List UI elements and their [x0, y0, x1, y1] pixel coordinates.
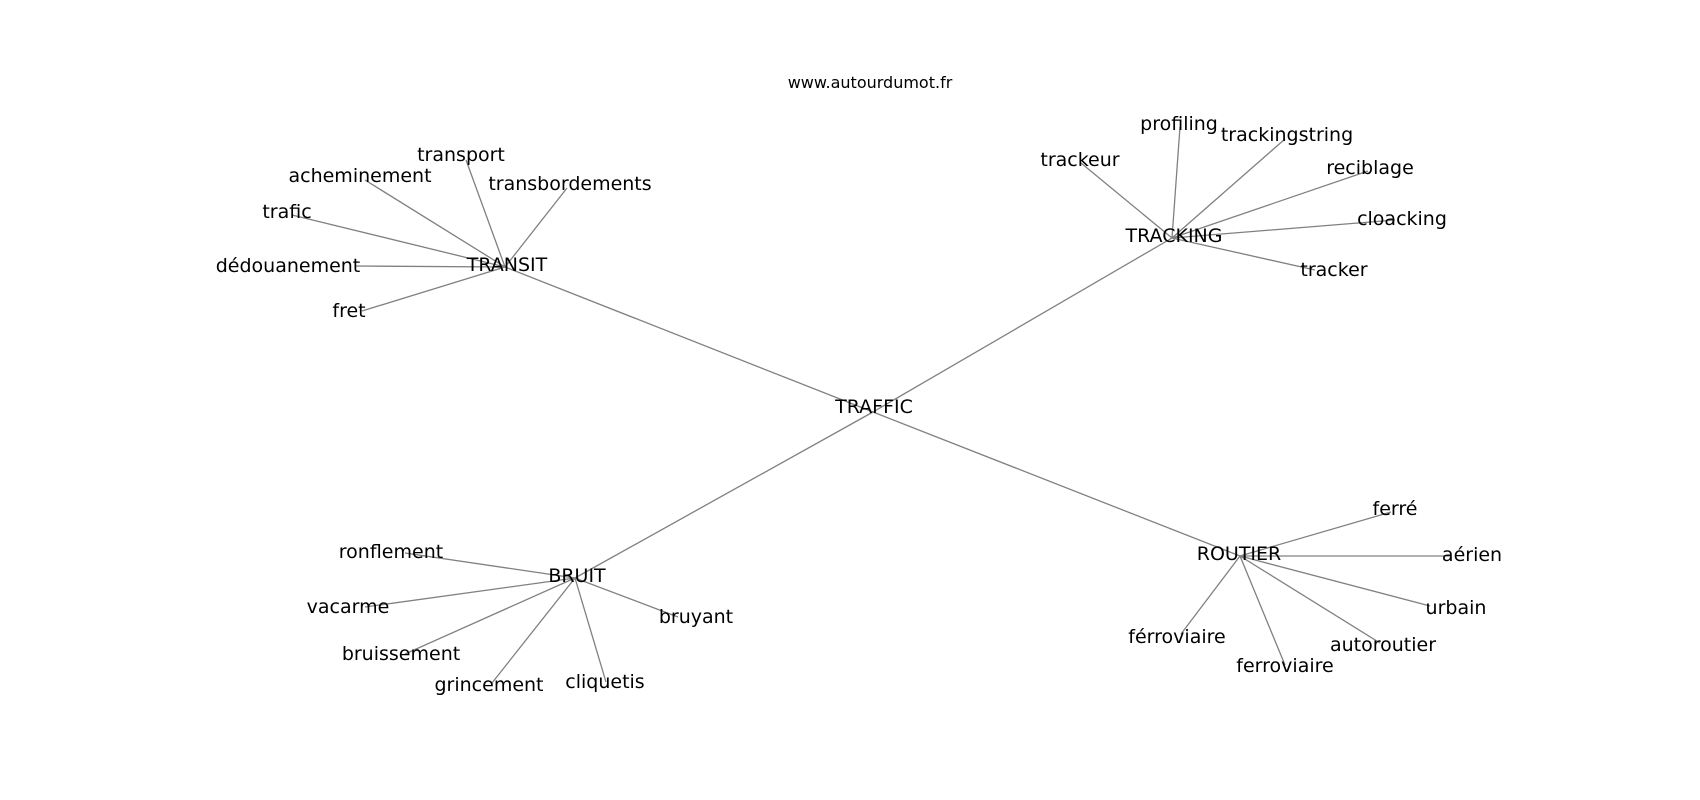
edge-transit-child-4: [354, 265, 506, 268]
node-tracking-trackingstring: trackingstring: [1221, 124, 1353, 146]
edge-bruit-child-2: [404, 577, 576, 655]
node-bruit-vacarme: vacarme: [307, 596, 390, 618]
edge-tracking-child-2: [1080, 162, 1173, 239]
node-group-transit: TRANSIT: [466, 254, 548, 276]
node-transit-transbordements: transbordements: [488, 173, 651, 195]
edge-tracking-child-1: [1171, 138, 1286, 239]
edges-layer: [291, 126, 1450, 684]
node-group-routier: ROUTIER: [1197, 543, 1281, 565]
edge-routier-child-3: [1239, 555, 1381, 644]
node-transit-dedouanement: dédouanement: [216, 255, 361, 277]
node-root: TRAFFIC: [834, 396, 913, 418]
edge-bruit-child-0: [404, 552, 576, 579]
node-bruit-grincement: grincement: [434, 674, 543, 696]
nodes-layer: TRAFFIC TRANSIT transport acheminement t…: [216, 113, 1502, 696]
edge-transit-child-5: [361, 266, 506, 312]
node-bruit-cliquetis: cliquetis: [565, 671, 644, 693]
node-routier-aerien: aérien: [1442, 544, 1502, 566]
edge-root-to-bruit: [574, 411, 874, 579]
edge-routier-child-4: [1239, 555, 1286, 666]
edge-root-to-routier: [872, 411, 1241, 557]
edge-bruit-child-3: [491, 577, 576, 684]
node-routier-urbain: urbain: [1426, 597, 1487, 619]
node-tracking-tracker: tracker: [1300, 259, 1367, 281]
edge-routier-child-5: [1180, 555, 1241, 635]
edge-bruit-child-5: [574, 577, 679, 618]
node-group-tracking: TRACKING: [1125, 225, 1223, 247]
edge-routier-child-2: [1239, 555, 1431, 607]
node-tracking-cloacking: cloacking: [1357, 208, 1447, 230]
edge-root-to-tracking: [872, 237, 1173, 413]
edge-tracking-child-5: [1171, 237, 1316, 271]
node-routier-ferroviaire: ferroviaire: [1236, 655, 1333, 677]
site-credit: www.autourdumot.fr: [788, 73, 953, 92]
edge-transit-child-2: [504, 187, 568, 268]
node-routier-autoroutier: autoroutier: [1330, 634, 1436, 656]
edge-bruit-child-4: [574, 577, 607, 683]
node-transit-fret: fret: [332, 300, 365, 322]
node-bruit-ronflement: ronflement: [339, 541, 443, 563]
node-transit-trafic: trafic: [262, 201, 311, 223]
node-tracking-trackeur: trackeur: [1040, 149, 1119, 171]
edge-tracking-child-0: [1171, 126, 1181, 239]
node-tracking-profiling: profiling: [1140, 113, 1218, 135]
edge-transit-child-1: [364, 179, 506, 268]
edge-routier-child-0: [1239, 511, 1392, 557]
edge-tracking-child-4: [1171, 219, 1396, 239]
node-routier-ferre: ferré: [1373, 498, 1418, 520]
node-bruit-bruissement: bruissement: [342, 643, 460, 665]
node-tracking-reciblage: reciblage: [1326, 157, 1414, 179]
node-bruit-bruyant: bruyant: [659, 606, 733, 628]
node-transit-transport: transport: [417, 144, 505, 166]
node-transit-acheminement: acheminement: [288, 165, 431, 187]
node-group-bruit: BRUIT: [548, 565, 606, 587]
edge-tracking-child-3: [1171, 170, 1369, 239]
edge-transit-child-0: [465, 159, 506, 268]
edge-root-to-transit: [504, 266, 874, 413]
edge-transit-child-3: [291, 214, 506, 268]
edge-bruit-child-1: [364, 577, 576, 608]
node-routier-ferroviaire-accent: férroviaire: [1128, 626, 1225, 648]
